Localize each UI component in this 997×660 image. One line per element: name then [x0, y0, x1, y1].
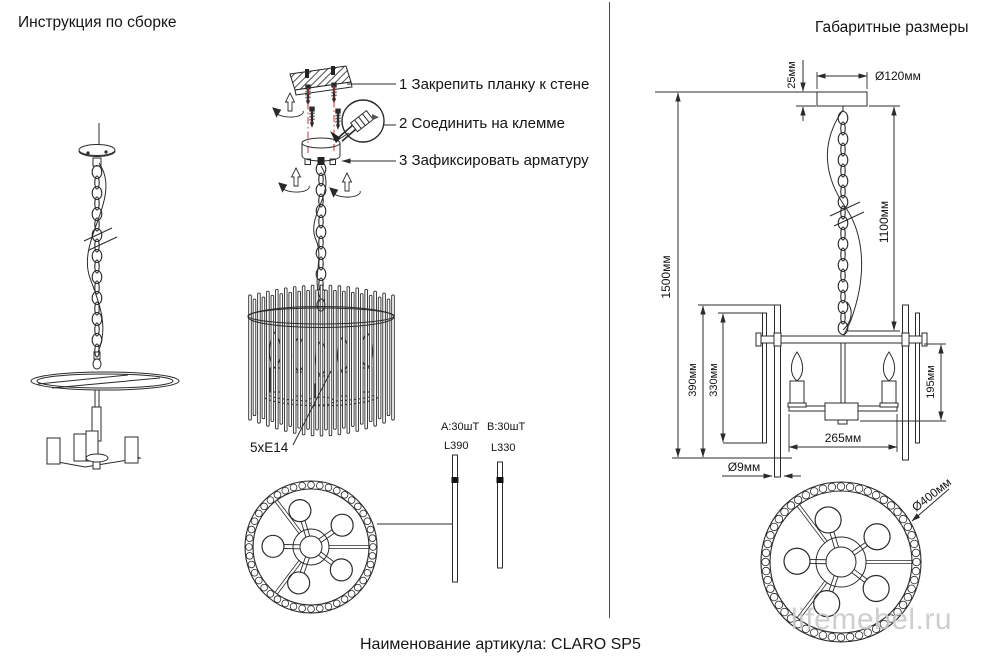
- part-a-qty-label: А:30шТ: [441, 421, 479, 433]
- bottom-view-left: [244, 480, 378, 614]
- part-a-length-label: L390: [444, 440, 468, 452]
- alignment-guides: [307, 86, 335, 153]
- rod-long-right: [902, 304, 909, 461]
- dim-body-width: 265мм: [825, 431, 862, 445]
- dim-ring-diameter: Ø400мм: [909, 475, 954, 514]
- rod-part-b: [496, 461, 504, 569]
- section-divider: [609, 2, 610, 618]
- chain: [315, 161, 327, 303]
- socket: [124, 436, 139, 464]
- dim-chain-length: 1100мм: [877, 201, 891, 243]
- dimension-drawing: [655, 60, 950, 643]
- ring: [30, 371, 180, 391]
- rod-long-left: [774, 304, 781, 478]
- dim-candle-height: 195мм: [925, 365, 937, 398]
- fixture-frame: [755, 304, 928, 478]
- socket-count-label: 5xE14: [250, 440, 289, 455]
- chain: [837, 110, 849, 336]
- center-box: [824, 402, 859, 421]
- bottom-view-right: [760, 481, 922, 643]
- terminal-block: [337, 110, 374, 142]
- rod-short-right: [915, 312, 920, 444]
- extension-lines: [655, 72, 946, 459]
- turn-screw-icons: [272, 91, 361, 198]
- drum-rods: [248, 284, 395, 437]
- dim-rod-b-length: 330мм: [708, 363, 720, 396]
- dim-rod-diameter: Ø9мм: [728, 460, 761, 474]
- canopy: [816, 91, 868, 107]
- top-bar: [758, 335, 924, 344]
- dim-canopy-diameter: Ø120мм: [875, 69, 921, 83]
- dim-canopy-height: 25мм: [786, 61, 798, 88]
- assembled-chandelier-drawing: [30, 123, 180, 470]
- right-section-title: Габаритные размеры: [815, 19, 969, 36]
- part-b-length-label: L330: [491, 442, 515, 454]
- canopy: [78, 144, 116, 156]
- socket: [46, 437, 61, 465]
- leader-socket-label: [292, 370, 332, 446]
- power-wire: [826, 109, 863, 337]
- dimension-lines: [675, 60, 950, 522]
- candle-right: [882, 351, 896, 382]
- terminal-zoom-circle: [330, 99, 385, 143]
- assembly-steps-drawing: [244, 65, 504, 614]
- chandelier-drum: [247, 284, 395, 437]
- step-1-label: 1 Закрепить планку к стене: [399, 76, 589, 93]
- dim-rod-a-length: 390мм: [687, 363, 699, 396]
- step-3-label: 3 Зафиксировать арматуру: [399, 152, 589, 169]
- power-wire: [313, 165, 327, 299]
- rod-part-a: [451, 454, 459, 583]
- candle-left: [790, 351, 804, 382]
- part-b-qty-label: В:30шТ: [487, 421, 525, 433]
- power-wire: [86, 162, 107, 353]
- step-2-label: 2 Соединить на клемме: [399, 115, 565, 132]
- rod-short-left: [762, 312, 767, 444]
- dim-total-height: 1500мм: [659, 255, 673, 298]
- socket: [73, 433, 88, 462]
- chain: [91, 164, 103, 358]
- article-name: Наименование артикула: CLARO SP5: [360, 636, 641, 653]
- stem: [840, 342, 846, 404]
- left-section-title: Инструкция по сборке: [18, 14, 177, 31]
